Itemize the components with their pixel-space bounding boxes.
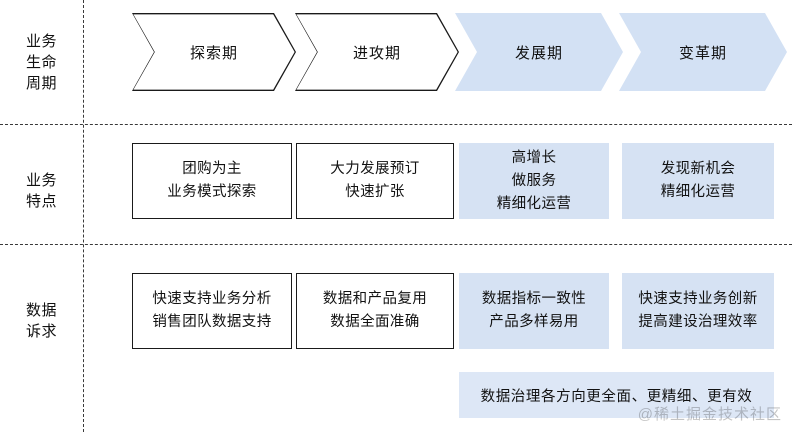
stage-chevron-exploration[interactable]: 探索期 — [132, 13, 296, 91]
characteristic-cell-growth[interactable]: 高增长 做服务 精细化运营 — [459, 143, 609, 219]
stage-chevron-exploration-fill — [133, 14, 294, 89]
row-label-characteristics: 业务 特点 — [25, 172, 57, 210]
data-demand-cell-growth[interactable]: 数据指标一致性 产品多样易用 — [459, 273, 609, 349]
divider-horizontal-2 — [0, 244, 792, 245]
data-demand-cell-attack[interactable]: 数据和产品复用 数据全面准确 — [296, 273, 454, 349]
data-demand-cell-transformation[interactable]: 快速支持业务创新 提高建设治理效率 — [622, 273, 774, 349]
characteristic-cell-attack[interactable]: 大力发展预订 快速扩张 — [296, 143, 454, 219]
data-demand-cell-exploration[interactable]: 快速支持业务分析 销售团队数据支持 — [132, 273, 292, 349]
characteristic-cell-transformation[interactable]: 发现新机会 精细化运营 — [622, 143, 774, 219]
divider-vertical — [83, 0, 84, 432]
stage-label-attack: 进攻期 — [352, 44, 401, 62]
stage-chevron-attack[interactable]: 进攻期 — [295, 13, 459, 91]
stage-chevron-attack-fill — [296, 14, 457, 89]
characteristic-cell-exploration[interactable]: 团购为主 业务模式探索 — [132, 143, 292, 219]
stage-chevron-growth[interactable]: 发展期 — [455, 13, 623, 91]
divider-horizontal-1 — [0, 124, 792, 125]
stage-chevron-transformation[interactable]: 变革期 — [619, 13, 787, 91]
row-label-data-demands: 数据 诉求 — [25, 302, 57, 340]
stage-label-exploration: 探索期 — [189, 44, 238, 62]
row-label-lifecycle: 业务 生命 周期 — [25, 33, 57, 92]
stage-label-transformation: 变革期 — [678, 44, 727, 62]
stage-label-growth: 发展期 — [514, 44, 563, 62]
summary-bar[interactable]: 数据治理各方向更全面、更精细、更有效 — [459, 372, 774, 418]
